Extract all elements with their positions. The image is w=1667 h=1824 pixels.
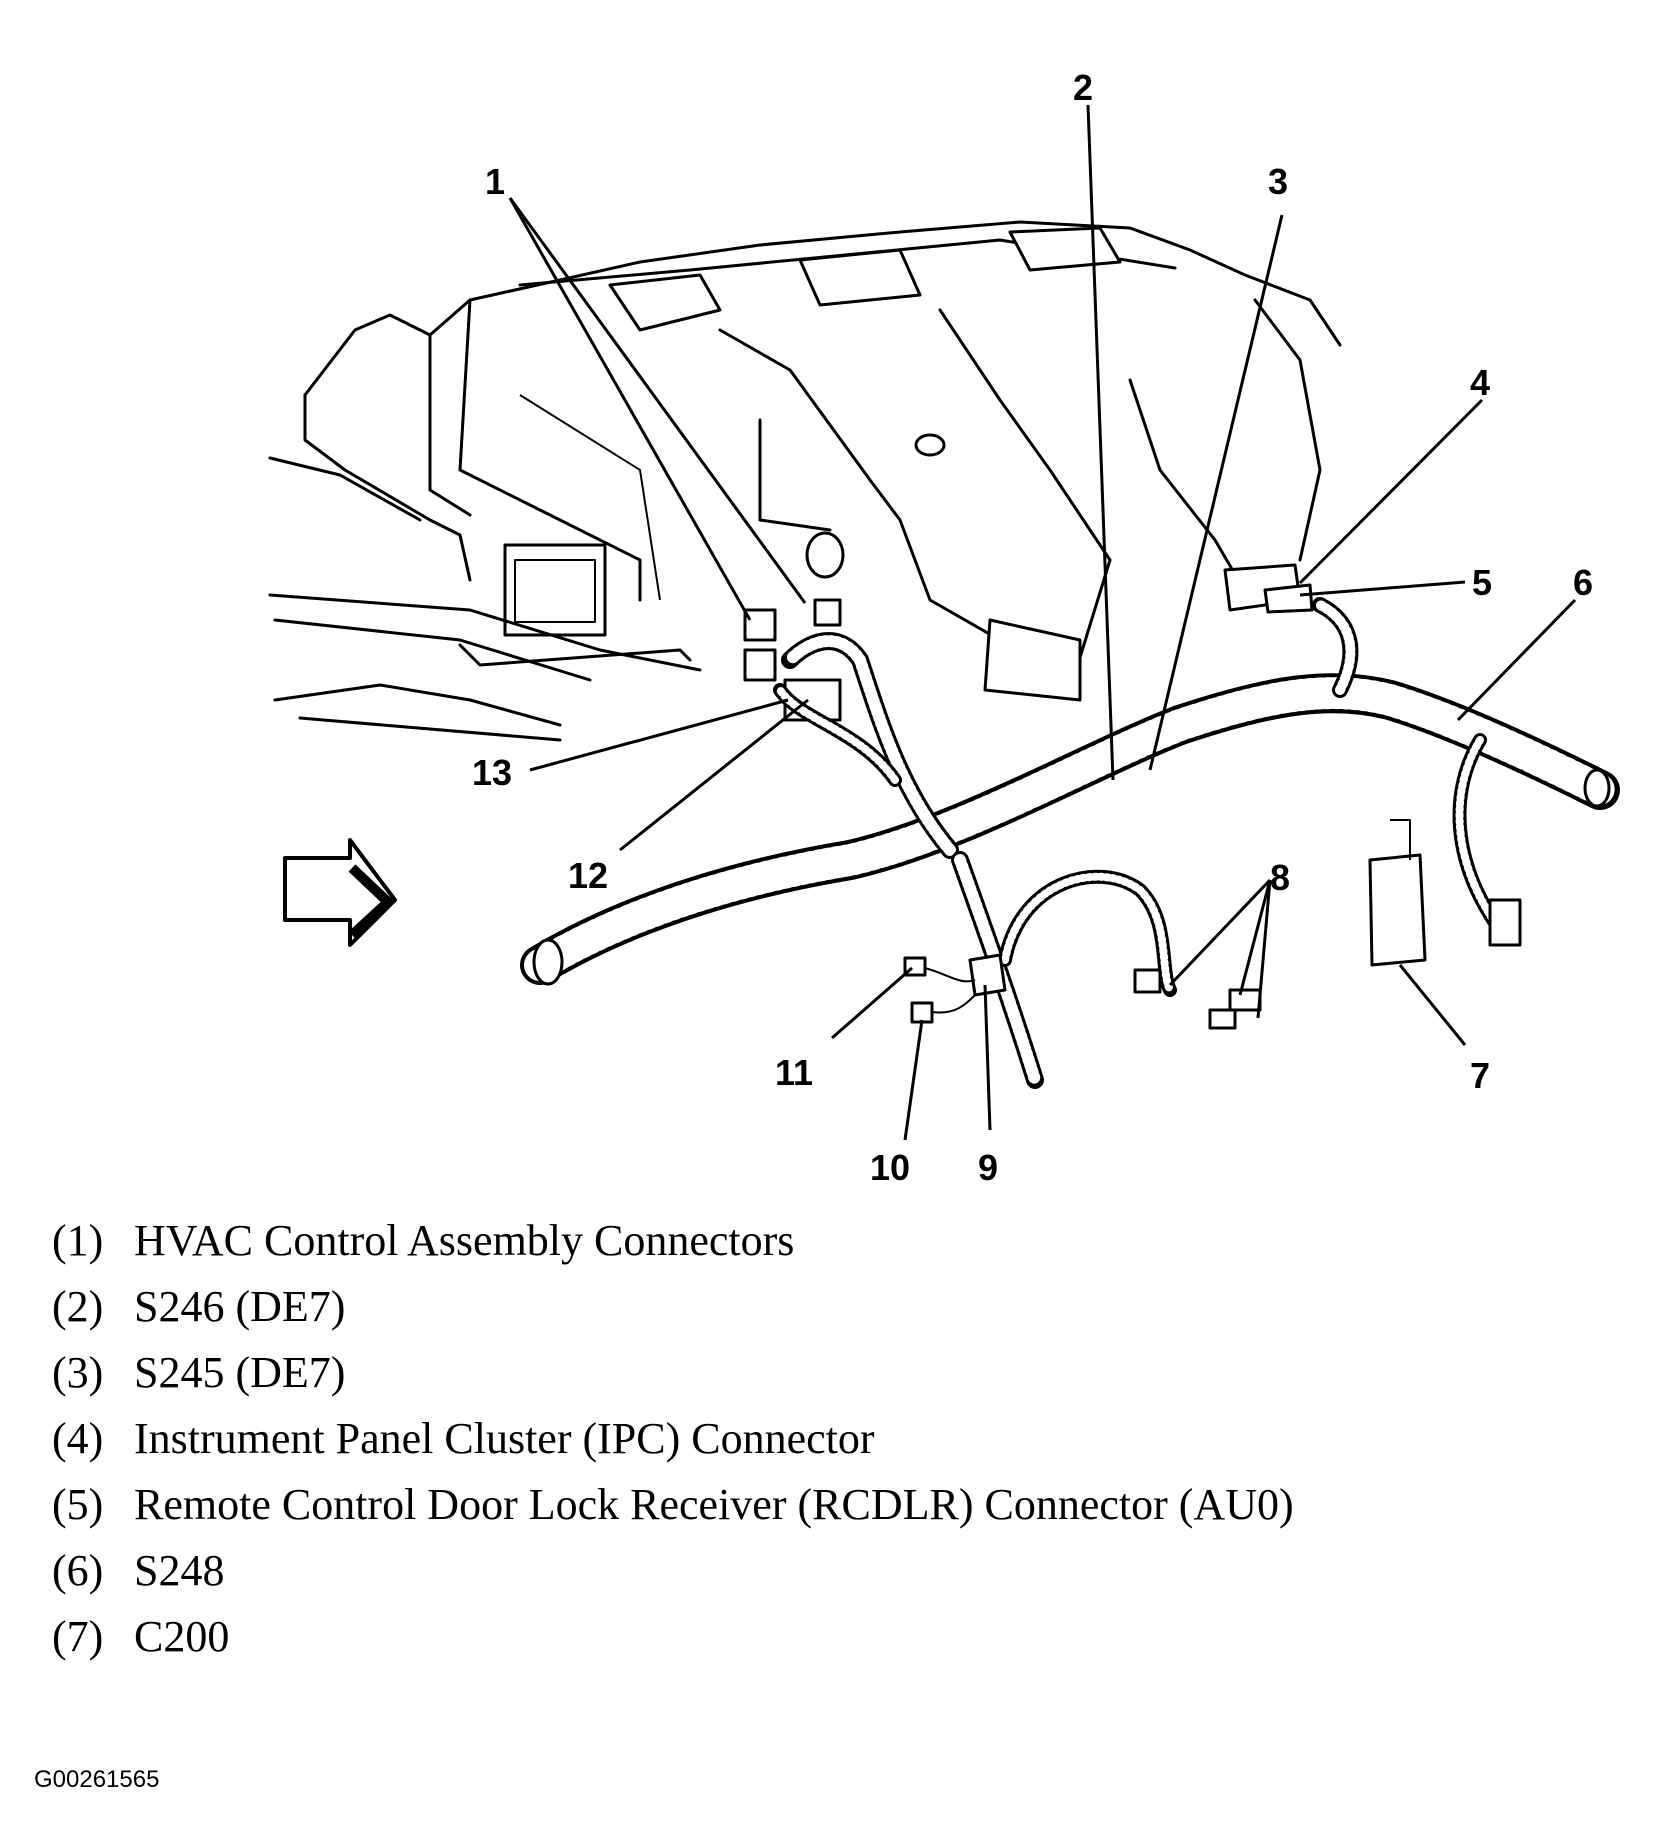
legend-text: S248 — [134, 1546, 225, 1595]
legend-text: C200 — [134, 1612, 230, 1661]
legend-item: (5) Remote Control Door Lock Receiver (RC… — [52, 1472, 1294, 1538]
callout-4: 4 — [1470, 362, 1490, 403]
component-legend: (1) HVAC Control Assembly Connectors (2) S… — [52, 1208, 1294, 1670]
legend-text: S246 (DE7) — [134, 1282, 346, 1331]
legend-number: (4) — [52, 1414, 104, 1463]
callout-labels: 1 2 3 4 5 6 7 8 9 10 11 12 13 — [472, 67, 1593, 1188]
callout-8: 8 — [1270, 857, 1290, 898]
legend-number: (5) — [52, 1480, 104, 1529]
callout-10: 10 — [870, 1147, 910, 1188]
callout-12: 12 — [568, 855, 608, 896]
leader-lines — [508, 104, 1577, 1141]
legend-number: (1) — [52, 1216, 104, 1265]
legend-text: S245 (DE7) — [134, 1348, 346, 1397]
legend-item: (3) S245 (DE7) — [52, 1340, 1294, 1406]
legend-text: HVAC Control Assembly Connectors — [134, 1216, 795, 1265]
legend-number: (3) — [52, 1348, 104, 1397]
legend-item: (1) HVAC Control Assembly Connectors — [52, 1208, 1294, 1274]
legend-item: (2) S246 (DE7) — [52, 1274, 1294, 1340]
callout-13: 13 — [472, 752, 512, 793]
callout-6: 6 — [1573, 562, 1593, 603]
legend-item: (4) Instrument Panel Cluster (IPC) Connec… — [52, 1406, 1294, 1472]
callout-7: 7 — [1470, 1055, 1490, 1096]
forward-arrow-icon — [283, 838, 397, 947]
legend-number: (7) — [52, 1612, 104, 1661]
legend-number: (2) — [52, 1282, 104, 1331]
legend-text: Instrument Panel Cluster (IPC) Connector — [134, 1414, 875, 1463]
legend-item: (7) C200 — [52, 1604, 1294, 1670]
callout-3: 3 — [1268, 161, 1288, 202]
instrument-panel-carrier — [268, 220, 1342, 742]
connector-bodies — [903, 563, 1522, 1030]
legend-item: (6) S248 — [52, 1538, 1294, 1604]
callout-2: 2 — [1073, 67, 1093, 108]
figure-id: G00261565 — [34, 1766, 160, 1793]
legend-number: (6) — [52, 1546, 104, 1595]
callout-5: 5 — [1472, 562, 1492, 603]
callout-9: 9 — [978, 1147, 998, 1188]
callout-11: 11 — [775, 1052, 813, 1093]
callout-1: 1 — [485, 161, 505, 202]
legend-text: Remote Control Door Lock Receiver (RCDLR… — [134, 1480, 1294, 1529]
